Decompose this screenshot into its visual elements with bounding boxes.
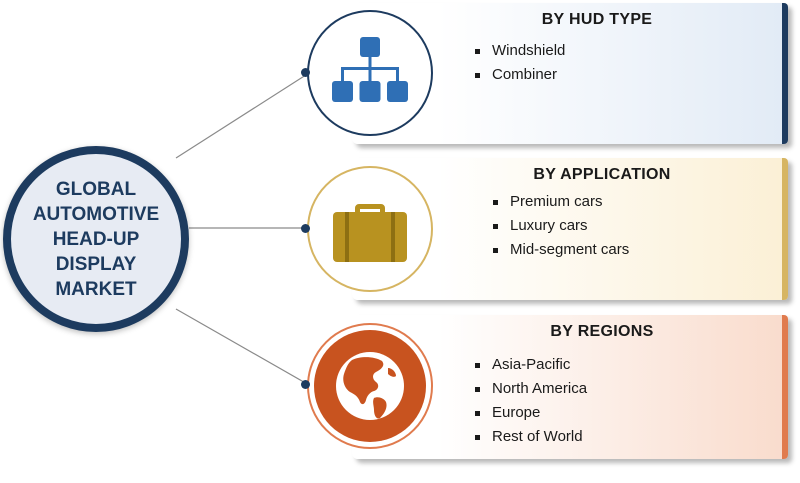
list-item: Asia-Pacific — [472, 353, 587, 377]
list-item: Windshield — [472, 39, 565, 63]
icon-ring-application — [307, 166, 433, 292]
globe-icon — [336, 352, 404, 420]
list-item: Luxury cars — [490, 214, 629, 238]
segment-title: BY APPLICATION — [533, 166, 671, 183]
icon-ring-hud-type — [307, 10, 433, 136]
list-item: Premium cars — [490, 190, 629, 214]
segment-title: BY REGIONS — [550, 323, 654, 340]
hierarchy-icon — [332, 37, 408, 102]
list-item: North America — [472, 377, 587, 401]
connector-dot — [301, 380, 310, 389]
connector-dot — [301, 68, 310, 77]
market-hub: GLOBAL AUTOMOTIVE HEAD-UP DISPLAY MARKET — [3, 146, 189, 332]
list-item: Combiner — [472, 63, 565, 87]
segment-list: Asia-Pacific North America Europe Rest o… — [472, 353, 587, 449]
segment-list: Premium cars Luxury cars Mid-segment car… — [490, 190, 629, 262]
connector-dot — [301, 224, 310, 233]
segment-title: BY HUD TYPE — [541, 11, 653, 28]
list-item: Rest of World — [472, 425, 587, 449]
list-item: Europe — [472, 401, 587, 425]
suitcase-icon — [333, 204, 407, 262]
icon-ring-regions — [307, 323, 433, 449]
list-item: Mid-segment cars — [490, 238, 629, 262]
segment-list: Windshield Combiner — [472, 39, 565, 87]
hub-title: GLOBAL AUTOMOTIVE HEAD-UP DISPLAY MARKET — [32, 178, 160, 300]
